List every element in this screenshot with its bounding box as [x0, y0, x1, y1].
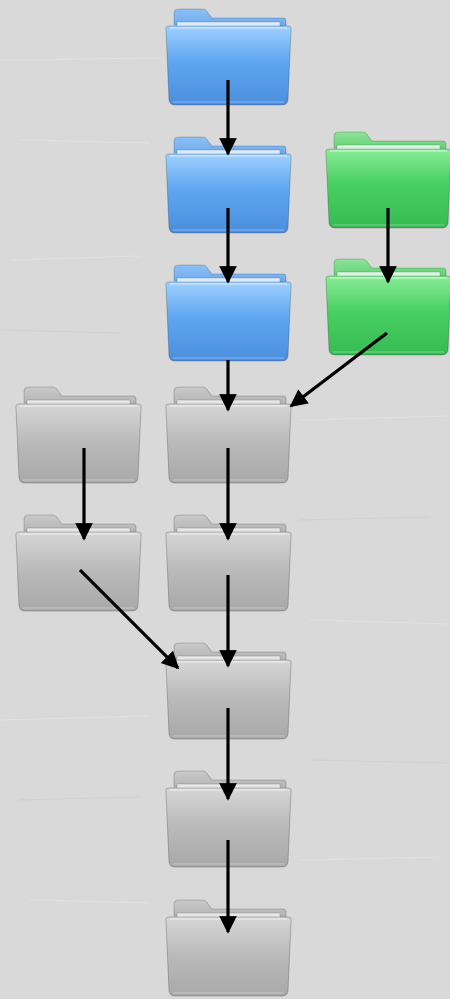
- folder-icon: [325, 131, 450, 229]
- folder-icon: [15, 386, 142, 484]
- arrow-gray-left-2-to-gray-center-3: [78, 568, 180, 670]
- arrow-green-2-to-gray-center-1: [289, 331, 388, 408]
- folder-icon: [165, 770, 292, 868]
- folder-icon: [165, 899, 292, 997]
- folder-icon: [15, 514, 142, 612]
